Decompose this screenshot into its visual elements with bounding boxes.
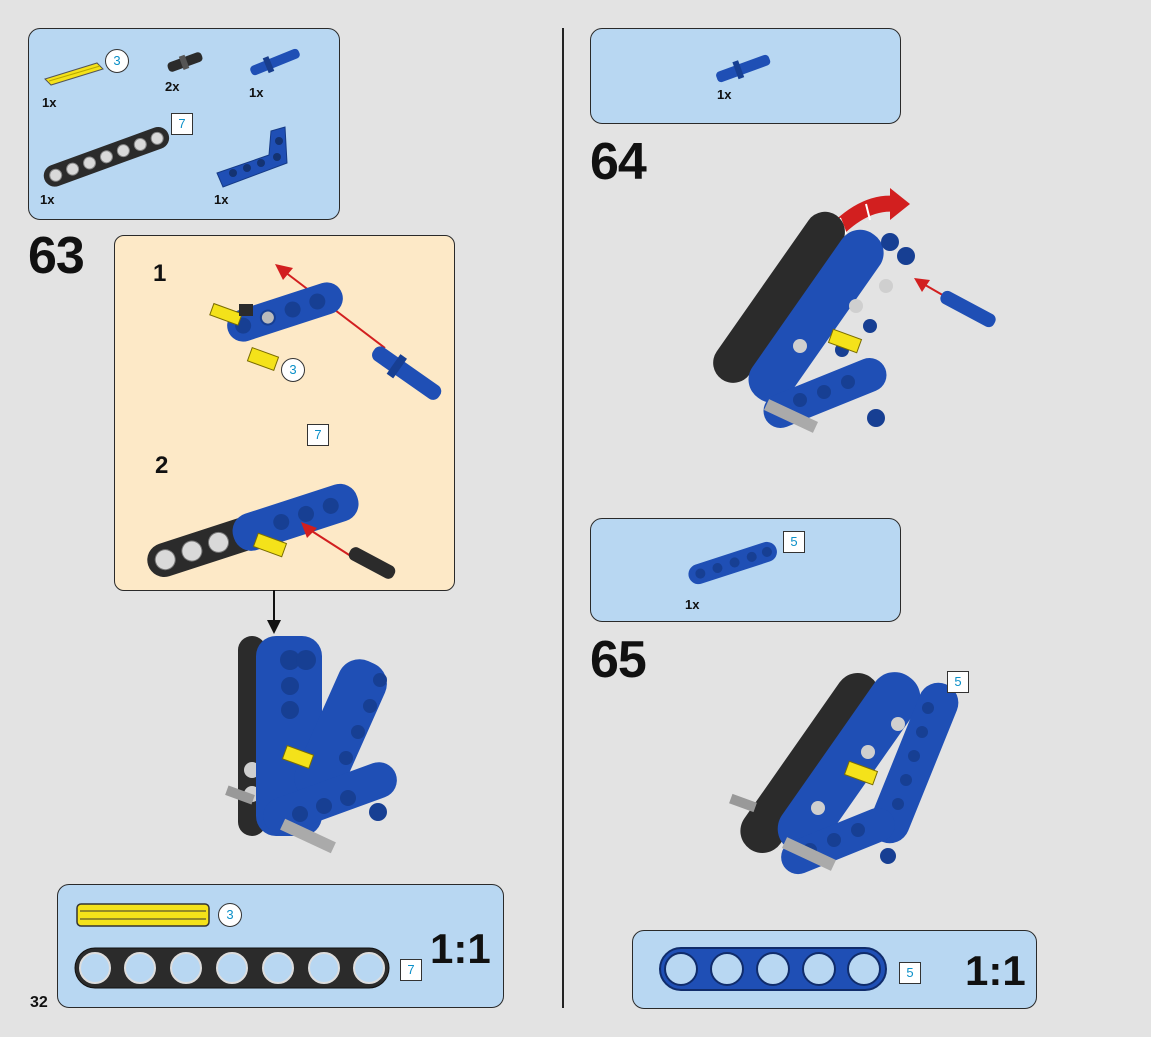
blue-pin-icon xyxy=(713,53,777,85)
substep-2-drawing xyxy=(127,442,427,582)
qty-black-beam: 1x xyxy=(40,192,54,207)
blue-angle-beam-icon xyxy=(209,123,299,193)
qty-blue-pin-64: 1x xyxy=(717,87,731,102)
callout-step-65-beam: 5 xyxy=(947,671,969,693)
step-65-model xyxy=(728,648,968,898)
substep-1-label: 1 xyxy=(153,260,166,288)
callout-beam-5: 5 xyxy=(783,531,805,553)
scale-ratio-left: 1:1 xyxy=(430,925,491,973)
callout-scale-axle: 3 xyxy=(218,903,242,927)
step-64-model xyxy=(720,186,1020,446)
blue-pin-icon xyxy=(247,47,307,77)
step-number-64: 64 xyxy=(590,132,646,192)
substep-panel: 1 3 7 2 xyxy=(114,235,455,591)
scale-box-right: 5 1:1 xyxy=(632,930,1037,1009)
yellow-axle-scale-icon xyxy=(76,903,212,929)
step-63-model xyxy=(220,630,420,880)
callout-axle-length: 3 xyxy=(105,49,129,73)
scale-ratio-right: 1:1 xyxy=(965,947,1026,995)
callout-scale-beam: 7 xyxy=(400,959,422,981)
callout-scale-beam-5: 5 xyxy=(899,962,921,984)
black-beam-scale-icon xyxy=(74,947,392,991)
parts-box-step-65: 5 1x xyxy=(590,518,901,622)
scale-box-left: 3 7 1:1 xyxy=(57,884,504,1008)
parts-box-step-64: 1x xyxy=(590,28,901,124)
blue-beam-5-icon xyxy=(683,539,783,589)
qty-blue-angle-beam: 1x xyxy=(214,192,228,207)
black-pin-icon xyxy=(165,49,209,75)
qty-black-pin: 2x xyxy=(165,79,179,94)
blue-beam-scale-icon xyxy=(659,947,889,993)
substep-1-drawing xyxy=(195,252,455,412)
qty-blue-beam-65: 1x xyxy=(685,597,699,612)
step-number-65: 65 xyxy=(590,630,646,690)
page-divider xyxy=(562,28,564,1008)
callout-substep-axle: 3 xyxy=(281,358,305,382)
page-number: 32 xyxy=(30,994,48,1012)
callout-beam-length: 7 xyxy=(171,113,193,135)
parts-box-step-63: 3 1x 2x 1x 7 1x 1x xyxy=(28,28,340,220)
step-number-63: 63 xyxy=(28,226,84,286)
black-beam-icon xyxy=(39,123,179,193)
yellow-axle-icon xyxy=(41,57,111,87)
qty-blue-pin: 1x xyxy=(249,85,263,100)
qty-yellow-axle: 1x xyxy=(42,95,56,110)
